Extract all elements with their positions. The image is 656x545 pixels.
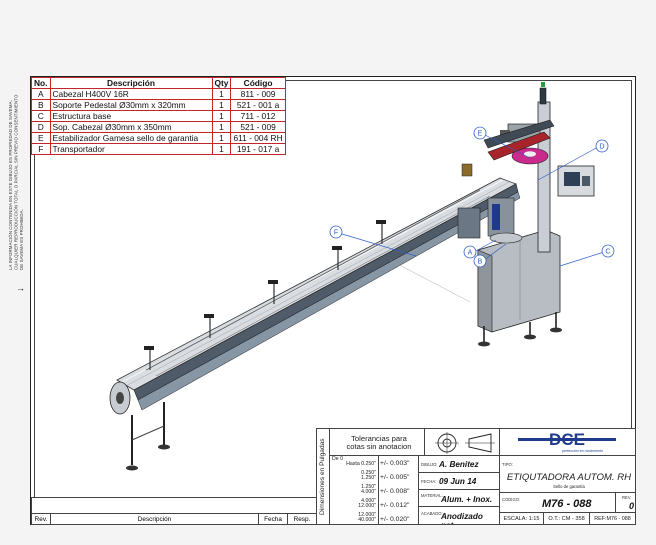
fecha-label: FECHA: [421, 479, 437, 484]
callout-c: C [601, 244, 615, 258]
bom-no: B [31, 99, 51, 111]
callout-a-label: A [468, 250, 473, 257]
projection-symbol-cell [424, 428, 500, 456]
tol-value: +/- 0.012" [380, 502, 410, 509]
callout-d: D [595, 139, 609, 153]
bom-desc: Transportador [49, 143, 213, 155]
tol-range-b: 40.000" [358, 517, 376, 524]
fecha-cell: FECHA: 09 Jun 14 [418, 472, 500, 490]
dimensions-label: Dimensiones en Pulgadas [319, 438, 326, 516]
tipo-cell: TIPO: ETIQUTADORA AUTOM. RH Sello de gar… [499, 455, 636, 493]
callout-c-label: C [605, 249, 610, 256]
material-label: MATERIAL: [421, 493, 443, 498]
company-logo-cell: DCE perfección en movimiento [499, 428, 636, 456]
rev-desc-col: Descripción [50, 513, 259, 525]
tolerance-row: 0.250" 1.250" [332, 470, 376, 482]
acabado-value: Anodizado nat. [441, 512, 483, 524]
rev-date-col: Fecha [258, 513, 288, 525]
material-value: Alum. + Inox. [441, 495, 493, 504]
tipo-sub: Sello de garantía [553, 484, 585, 489]
rev-label: REV. [622, 495, 632, 500]
callout-e: E [473, 126, 487, 140]
tol-range-a: De 0 [332, 456, 343, 462]
dce-logo-icon: DCE [518, 430, 616, 449]
tol-value: +/- 0.008" [380, 488, 410, 495]
tol-range-a: 1.250" [361, 484, 376, 490]
bom-no: C [31, 110, 51, 122]
tolerance-row: 12.000" 40.000" [332, 512, 376, 524]
dibujo-label: DIBUJO: [421, 462, 438, 467]
bom-no: E [31, 132, 51, 144]
codigo-value: M76 - 088 [542, 498, 592, 510]
tol-range-a: 12.000" [358, 512, 376, 518]
tipo-label: TIPO: [502, 462, 513, 467]
tol-range-b: 4.000" [361, 489, 376, 496]
tol-range-a: 4.000" [361, 498, 376, 504]
callout-d-label: D [599, 144, 604, 151]
dibujo-cell: DIBUJO: A. Benitez [418, 455, 500, 473]
bom-no: A [31, 88, 51, 100]
tolerances-title-cell: Tolerancias para cotas sin anotacion [329, 428, 425, 456]
company-logo: DCE [518, 430, 616, 449]
codigo-label: CODIGO: [502, 497, 521, 502]
material-cell: MATERIAL: Alum. + Inox. [418, 489, 500, 507]
third-angle-projection-icon [435, 432, 495, 454]
fecha-value: 09 Jun 14 [439, 477, 477, 486]
confidentiality-note: LA INFORMACIÓN CONTENIDA EN ESTE DIBUJO … [8, 94, 24, 270]
tol-value: +/- 0.020" [380, 516, 410, 523]
conveyor-assembly [109, 177, 521, 471]
labeler-head-assembly [457, 82, 595, 347]
tolerance-row: 4.000" 12.000" [332, 498, 376, 510]
acabado-cell: ACABADO: Anodizado nat. [418, 506, 500, 525]
callout-a: A [463, 245, 477, 259]
callout-b-label: B [478, 259, 483, 266]
tolerance-row: De 0 Hasta 0.250" [332, 456, 376, 468]
callout-e-label: E [478, 131, 483, 138]
callout-f: F [329, 225, 343, 239]
tolerance-range-col [329, 455, 379, 525]
bom-no: D [31, 121, 51, 133]
tol-range-b: Hasta 0.250" [346, 461, 376, 468]
tipo-value: ETIQUTADORA AUTOM. RH [506, 472, 632, 483]
rev-cell: REV. 0 [615, 492, 636, 513]
rev-resp-col: Resp. [287, 513, 317, 525]
bom-code: 191 - 017 a [230, 143, 286, 155]
tol-range-b: 12.000" [358, 503, 376, 510]
acabado-label: ACABADO: [421, 511, 443, 516]
tol-range-b: 1.250" [361, 475, 376, 482]
revision-strip: Rev. Descripción Fecha Resp. [31, 513, 317, 525]
callouts: E D C F A B [329, 126, 615, 268]
ref-cell: REF:M76 - 088 [589, 512, 636, 525]
tolerances-title: Tolerancias para cotas sin anotacion [346, 434, 412, 451]
callout-f-label: F [334, 230, 338, 237]
callout-b: B [473, 254, 487, 268]
codigo-cell: CODIGO: M76 - 088 [499, 492, 616, 513]
logo-text: DCE [549, 431, 585, 447]
bom-header-no: No. [31, 77, 51, 89]
tol-value: +/- 0.003" [380, 460, 410, 467]
tolerance-row: 1.250" 4.000" [332, 484, 376, 496]
dimensions-label-cell: Dimensiones en Pulgadas [316, 428, 330, 525]
tol-range-a: 0.250" [361, 470, 376, 476]
center-arrow-icon: → [16, 283, 25, 293]
escala-cell: ESCALA: 1:15 [499, 512, 544, 525]
rev-blank-row [31, 497, 317, 514]
dibujo-value: A. Benitez [439, 460, 479, 469]
logo-slogan: perfección en movimiento [562, 449, 603, 453]
tol-value: +/- 0.005" [380, 474, 410, 481]
rev-value: 0 [629, 501, 635, 511]
ot-cell: O.T.: CM - 358 [543, 512, 590, 525]
bom-no: F [31, 143, 51, 155]
machine-drawing: E D C F A B [109, 82, 615, 471]
rev-col: Rev. [31, 513, 51, 525]
title-block: Dimensiones en Pulgadas Tolerancias para… [316, 428, 636, 525]
